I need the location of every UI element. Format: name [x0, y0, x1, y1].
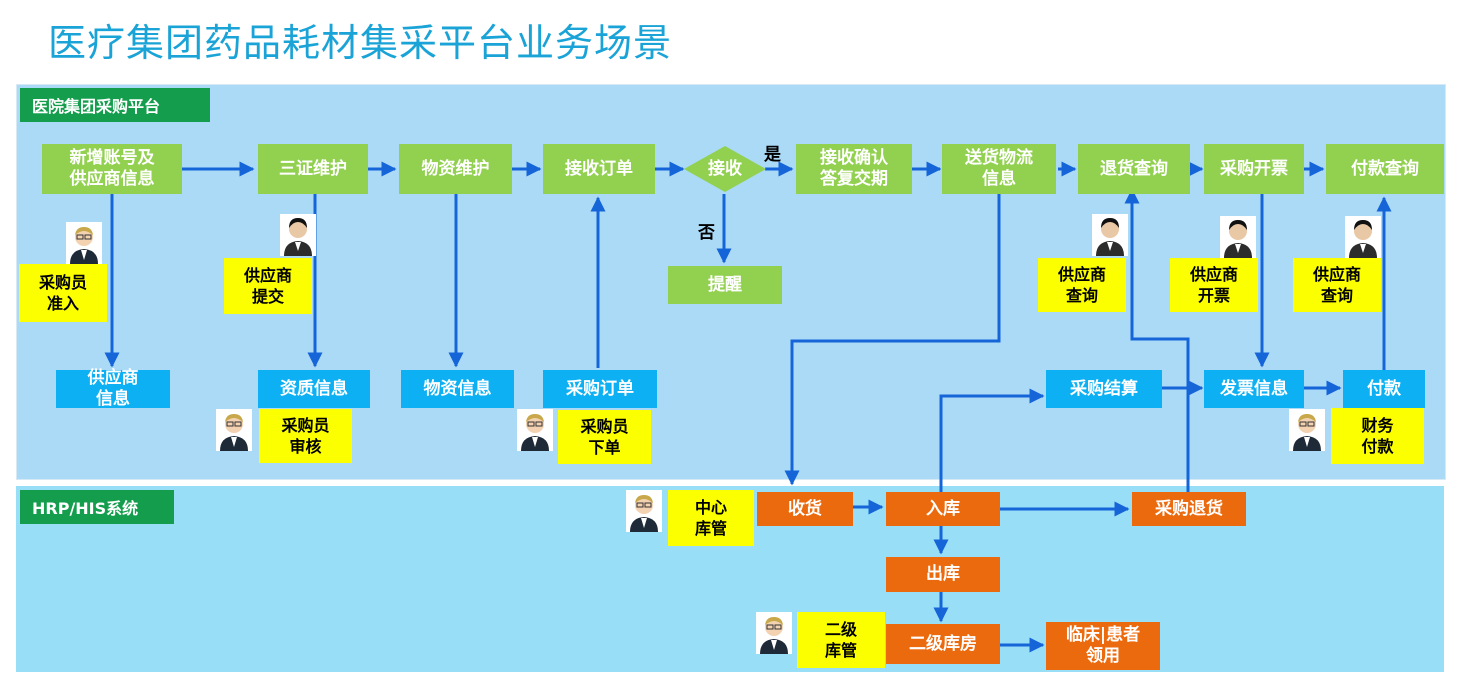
- box-purchase-order: 采购订单: [543, 370, 657, 408]
- box-confirm-receipt: 接收确认 答复交期: [796, 144, 912, 194]
- supplier-person-icon: [280, 214, 316, 256]
- box-payment: 付款: [1343, 370, 1425, 408]
- role-supplier-submit: 供应商 提交: [224, 258, 312, 314]
- role-supplier-query-2: 供应商 查询: [1293, 258, 1381, 312]
- box-stock-in: 入库: [886, 492, 1000, 526]
- box-purchase-settlement: 采购结算: [1046, 370, 1162, 408]
- role-secondary-keeper: 二级 库管: [797, 612, 885, 668]
- decision-yes-label: 是: [764, 145, 781, 165]
- buyer-person-icon: [216, 409, 252, 451]
- box-material-maint: 物资维护: [399, 144, 512, 194]
- box-material-info: 物资信息: [401, 370, 514, 408]
- buyer-person-icon: [517, 409, 553, 451]
- lane-label-hrp: HRP/HIS系统: [20, 490, 174, 524]
- box-three-cert: 三证维护: [258, 144, 368, 194]
- arrow: [1124, 188, 1190, 492]
- page-title: 医疗集团药品耗材集采平台业务场景: [48, 21, 673, 65]
- decision-no-label: 否: [698, 223, 715, 243]
- keeper-person-icon: [756, 612, 792, 654]
- role-supplier-query-1: 供应商 查询: [1038, 258, 1126, 312]
- role-supplier-invoice: 供应商 开票: [1170, 258, 1258, 312]
- box-qualification-info: 资质信息: [258, 370, 370, 408]
- box-receive-order: 接收订单: [543, 144, 655, 194]
- box-purchase-invoice: 采购开票: [1204, 144, 1304, 194]
- buyer-person-icon: [66, 222, 102, 264]
- supplier-person-icon: [1220, 216, 1256, 258]
- box-clinical-use: 临床|患者 领用: [1046, 622, 1160, 670]
- supplier-person-icon: [1345, 216, 1381, 258]
- box-purchase-return: 采购退货: [1132, 492, 1246, 526]
- role-central-keeper: 中心 库管: [668, 490, 754, 546]
- box-stock-out: 出库: [886, 557, 1000, 592]
- decision-diamond: [684, 146, 766, 192]
- box-remind: 提醒: [668, 266, 782, 304]
- box-receiving: 收货: [757, 492, 853, 526]
- role-buyer-order: 采购员 下单: [558, 410, 651, 464]
- arrow: [939, 388, 1045, 492]
- keeper-person-icon: [626, 490, 662, 532]
- supplier-person-icon: [1092, 214, 1128, 256]
- box-return-query: 退货查询: [1078, 144, 1190, 194]
- box-supplier-info: 供应商 信息: [56, 368, 170, 409]
- role-finance-pay: 财务 付款: [1331, 408, 1424, 464]
- role-buyer-review: 采购员 审核: [259, 409, 352, 463]
- box-delivery-logistics: 送货物流 信息: [942, 144, 1056, 194]
- decision-label: 接收: [708, 158, 742, 179]
- role-buyer-admit: 采购员 准入: [19, 264, 107, 322]
- box-invoice-info: 发票信息: [1204, 370, 1304, 408]
- box-secondary-store: 二级库房: [886, 624, 1000, 664]
- lane-label-platform: 医院集团采购平台: [20, 88, 210, 122]
- box-new-account: 新增账号及 供应商信息: [42, 144, 182, 194]
- arrow: [784, 194, 1001, 486]
- box-payment-query: 付款查询: [1326, 144, 1444, 194]
- finance-person-icon: [1289, 409, 1325, 451]
